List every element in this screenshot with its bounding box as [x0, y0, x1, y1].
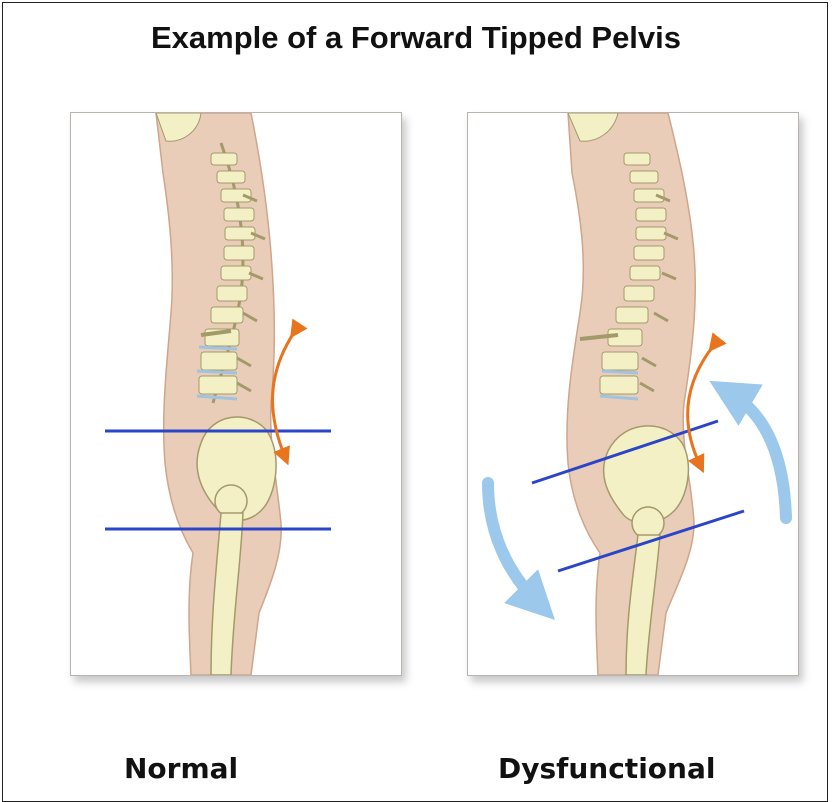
rotation-arrow-right	[730, 393, 786, 518]
caption-dysfunctional: Dysfunctional	[498, 752, 715, 785]
rotation-arrow-left	[488, 483, 538, 603]
figure-title: Example of a Forward Tipped Pelvis	[0, 20, 832, 56]
normal-illustration	[71, 113, 401, 675]
lumbar-curve-arrow	[688, 345, 714, 465]
dysfunctional-illustration	[468, 113, 798, 675]
caption-normal: Normal	[124, 752, 238, 785]
panel-dysfunctional	[467, 112, 799, 676]
lumbar-curve-arrow	[273, 331, 295, 457]
panel-normal	[70, 112, 402, 676]
